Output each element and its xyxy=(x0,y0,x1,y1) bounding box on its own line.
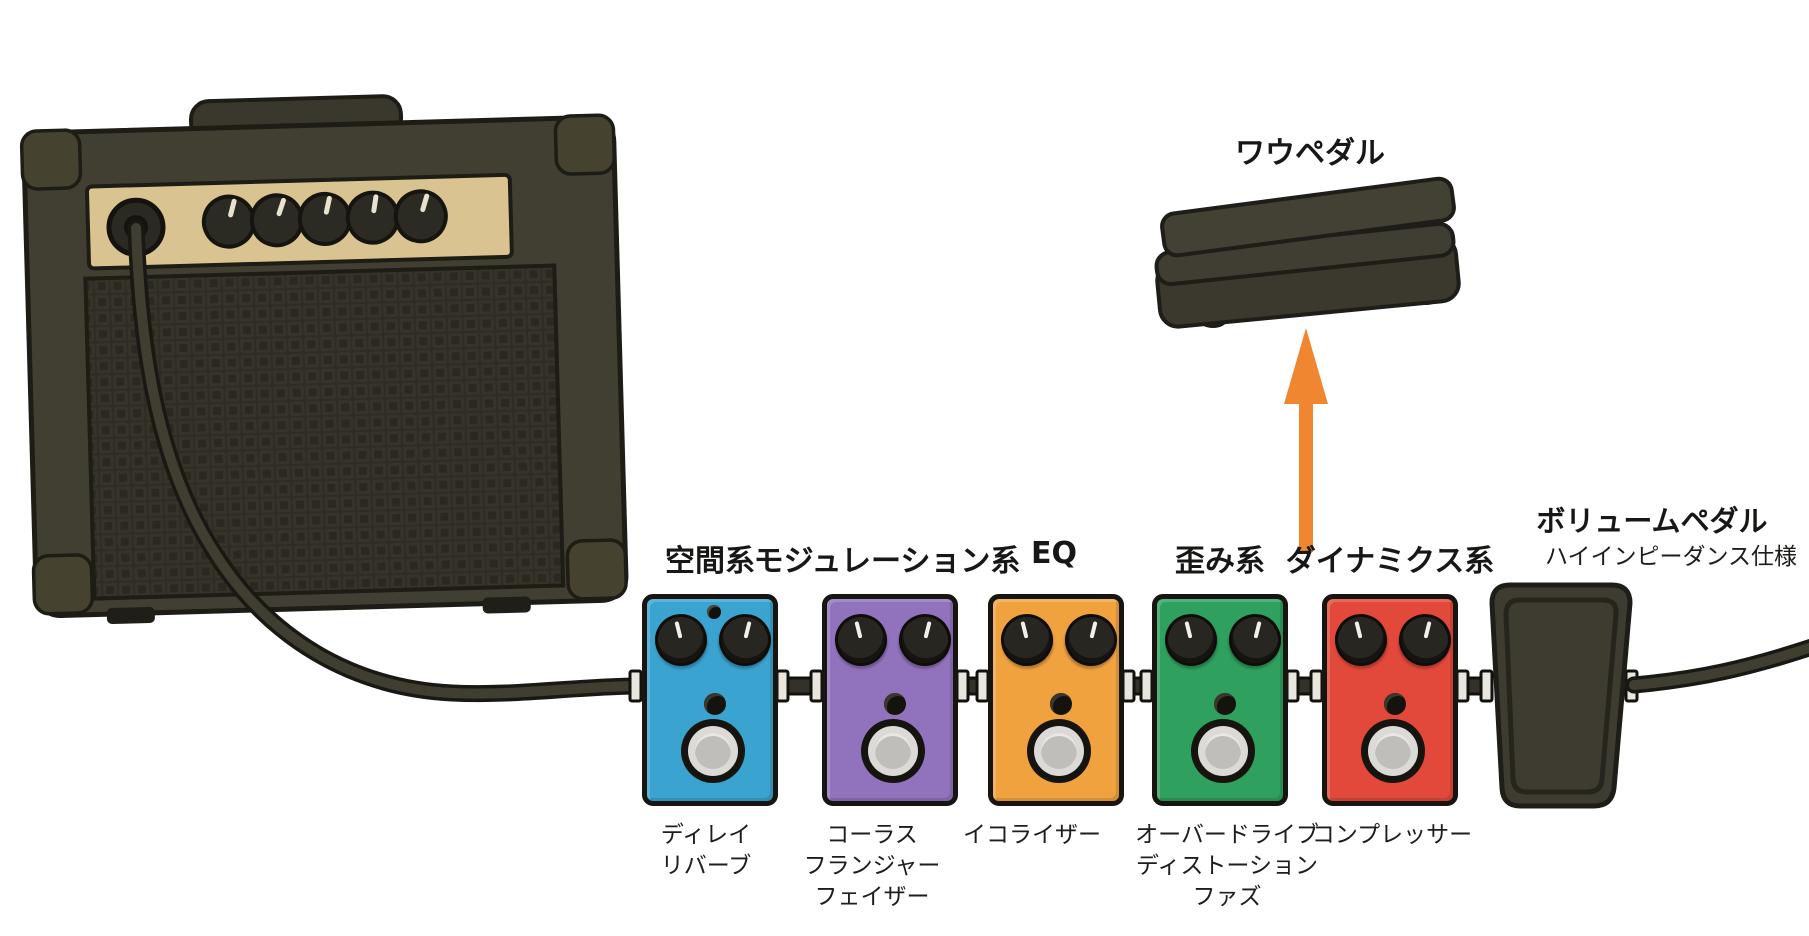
effect-type: コーラス xyxy=(826,822,918,848)
pedal-knob xyxy=(995,608,1059,672)
pedal-knob xyxy=(829,608,893,672)
pedal-modulation xyxy=(822,594,958,806)
category-label-eq: EQ xyxy=(1031,536,1077,571)
effect-type: ファズ xyxy=(1192,884,1262,910)
effect-types-dynamics: コンプレッサー xyxy=(1242,820,1542,851)
pedal-knob xyxy=(1393,608,1457,672)
guitar-amp-illustration xyxy=(19,94,629,625)
pedal-knob xyxy=(1329,608,1393,672)
effect-types-spatial: ディレイ リバーブ xyxy=(556,820,856,882)
instrument-cable xyxy=(127,219,645,703)
effect-type: フランジャー xyxy=(803,853,941,879)
volume-pedal-label: ボリュームペダル xyxy=(1536,504,1768,538)
pedal-led xyxy=(1384,693,1406,715)
category-label-spatial: 空間系 xyxy=(665,544,755,579)
pedal-knob xyxy=(1223,608,1287,672)
pedal-footswitch xyxy=(1027,719,1091,783)
pedal-led xyxy=(1214,693,1236,715)
pedal-top-led xyxy=(707,605,721,619)
output-cable xyxy=(1625,639,1809,694)
category-label-modulation: モジュレーション系 xyxy=(753,544,1021,579)
patch-cables xyxy=(628,669,1639,703)
amp-corner-protectors xyxy=(19,113,628,616)
effect-type: イコライザー xyxy=(963,822,1101,848)
pedal-drive xyxy=(1152,594,1288,806)
category-label-dynamics: ダイナミクス系 xyxy=(1285,544,1495,579)
effect-type: リバーブ xyxy=(660,853,752,879)
pedal-footswitch xyxy=(1361,719,1425,783)
jack-collars xyxy=(628,669,1639,703)
pedal-footswitch xyxy=(861,719,925,783)
volume-pedal-illustration xyxy=(1489,582,1633,809)
pedal-dynamics xyxy=(1322,594,1458,806)
amp-knobs xyxy=(201,189,448,249)
pedal-led xyxy=(704,693,726,715)
pedal-knob xyxy=(649,608,713,672)
pedal-led xyxy=(1050,693,1072,715)
pedal-knob xyxy=(893,608,957,672)
amp-foot xyxy=(106,606,155,625)
amp-grille xyxy=(83,263,566,601)
effect-type: ディストーション xyxy=(1136,853,1318,879)
effect-types-modulation: コーラス フランジャー フェイザー xyxy=(722,820,1022,913)
effect-types-drive: オーバードライブ ディストーション ファズ xyxy=(1077,820,1377,913)
wah-pedal-label: ワウペダル xyxy=(1235,136,1385,171)
effect-type: オーバードライブ xyxy=(1135,822,1319,848)
pedal-eq xyxy=(988,594,1124,806)
volume-pedal-note: ハイインピーダンス仕様 xyxy=(1544,544,1798,570)
up-arrow-icon xyxy=(1284,328,1328,552)
effect-types-eq: イコライザー xyxy=(882,820,1182,851)
pedal-knob xyxy=(1059,608,1123,672)
pedal-footswitch xyxy=(1191,719,1255,783)
category-label-drive: 歪み系 xyxy=(1175,544,1265,579)
pedal-led xyxy=(884,693,906,715)
pedal-spatial xyxy=(642,594,778,806)
pedal-knob xyxy=(713,608,777,672)
effect-type: コンプレッサー xyxy=(1311,822,1473,848)
pedal-footswitch xyxy=(681,719,745,783)
effect-type: ディレイ xyxy=(660,822,752,848)
wah-pedal-illustration xyxy=(1154,176,1461,329)
pedal-knob xyxy=(1159,608,1223,672)
effect-type: フェイザー xyxy=(814,884,930,910)
amp-foot xyxy=(482,596,531,614)
